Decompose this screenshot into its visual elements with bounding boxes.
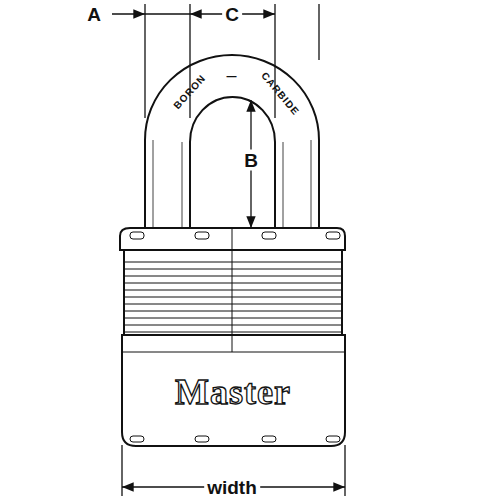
groove <box>124 262 342 263</box>
dimension-letter: C <box>222 4 242 25</box>
dimension-letter: B <box>241 150 261 171</box>
notch <box>326 232 340 239</box>
notch <box>195 232 209 239</box>
notch <box>195 436 209 442</box>
groove <box>124 332 342 333</box>
dimension-letter: A <box>84 4 104 25</box>
shackle-marking: — <box>227 72 238 82</box>
notch <box>262 232 276 239</box>
groove <box>124 311 342 312</box>
groove <box>124 290 342 291</box>
shackle-marking: CARBIDE <box>259 71 300 118</box>
notch <box>130 436 144 442</box>
notch <box>326 436 340 442</box>
groove <box>124 283 342 284</box>
groove <box>124 325 342 326</box>
groove <box>124 297 342 298</box>
groove <box>124 304 342 305</box>
groove <box>124 318 342 319</box>
dimension-label: width <box>204 477 260 498</box>
notch <box>130 232 144 239</box>
groove <box>124 269 342 270</box>
notch <box>262 436 276 442</box>
groove <box>124 276 342 277</box>
brand-name: Master <box>175 374 291 410</box>
